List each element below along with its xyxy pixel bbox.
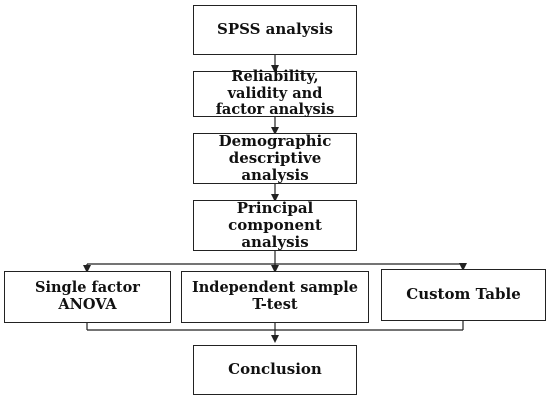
node-principal-component-label: Principal component analysis <box>228 198 322 252</box>
node-spss-analysis: SPSS analysis <box>193 5 357 55</box>
node-independent-sample-ttest-label: Independent sample T-test <box>191 279 359 313</box>
node-custom-table-label: Custom Table <box>406 285 521 304</box>
node-conclusion: Conclusion <box>193 345 357 395</box>
node-reliability-validity-factor-label: Reliability, validity and factor analysi… <box>215 68 335 119</box>
node-spss-analysis-label: SPSS analysis <box>216 20 333 39</box>
node-demographic-descriptive: Demographic descriptive analysis <box>193 131 357 185</box>
node-independent-sample-ttest: Independent sample T-test <box>181 271 369 323</box>
node-conclusion-label: Conclusion <box>228 360 322 379</box>
node-reliability-validity-factor: Reliability, validity and factor analysi… <box>193 68 357 119</box>
node-custom-table: Custom Table <box>381 269 546 321</box>
node-single-factor-anova-label: Single factor ANOVA <box>35 279 140 313</box>
node-single-factor-anova: Single factor ANOVA <box>4 271 171 323</box>
node-demographic-descriptive-label: Demographic descriptive analysis <box>218 131 332 185</box>
node-principal-component: Principal component analysis <box>193 198 357 252</box>
